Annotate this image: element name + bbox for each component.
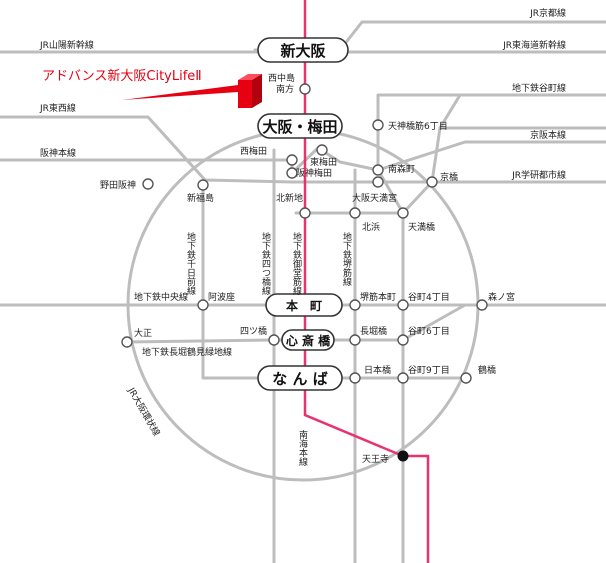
label-nipponbashi: 日本橋 [364,364,391,376]
label-sennichimae: 地下鉄千日前線 [185,231,196,295]
label-nishinakajima-l1: 西中島 [268,72,295,84]
label-taisho: 大正 [134,327,152,339]
property-pointer [122,85,238,100]
label-jr-gakkentoshi: JR学研都市線 [511,169,566,181]
label-chuo: 地下鉄中央線 [134,291,188,303]
station-nodahanshin [142,178,154,190]
station-tenjimbashi [372,119,384,131]
label-jr-sanyo-shinkansen: JR山陽新幹線 [39,39,94,51]
stations [121,83,488,462]
station-kitashinchi [299,207,311,219]
label-nagahoribashi: 長堀橋 [360,325,387,337]
label-tanimachi: 地下鉄谷町線 [512,82,566,94]
keihan-line-south [401,180,434,215]
line-labels: JR京都線 JR山陽新幹線 JR東海道新幹線 地下鉄谷町線 JR東西線 京阪本線… [39,7,566,358]
tanimachi-north-branch-2 [438,93,462,130]
label-tenjimbashi: 天神橋筋6丁目 [388,120,448,132]
station-labels: 西中島 南方 天神橋筋6丁目 西梅田 東梅田 南森町 阪神梅田 野田阪神 新福島… [100,72,515,465]
station-hanshin-umeda [286,167,298,179]
hub-namba: な ん ば [257,365,343,391]
label-awaza: 阿波座 [208,291,235,303]
label-jr-loop: JR大阪環状線 [125,385,163,439]
station-tsuruhashi [460,372,472,384]
label-temmabashi: 天満橋 [408,221,435,233]
label-jr-tozai: JR東西線 [39,102,76,114]
label-sakaisuji: 地下鉄堺筋線 [341,231,352,286]
label-yotsubashi: 地下鉄四つ橋線 [260,231,271,295]
label-hanshin: 阪神本線 [40,147,76,159]
station-higashiumeda [316,144,328,156]
label-nishiumeda: 西梅田 [240,145,267,157]
station-osakatemmangu [372,176,384,188]
station-minamimorimachi [372,164,384,176]
label-osakatemmangu: 大阪天満宮 [352,192,397,204]
property-marker: アドバンス新大阪CityLifeⅡ [42,68,262,108]
station-sakaisujihommachi [349,299,361,311]
label-minamimorimachi: 南森町 [388,163,415,175]
station-nagahoribashi [349,334,361,346]
nagahori-line [125,303,467,344]
label-nagahori: 地下鉄長堀鶴見緑地線 [142,346,232,358]
label-keihan: 京阪本線 [530,129,566,141]
label-nodahanshin: 野田阪神 [100,179,136,191]
tanimachi-line-north [376,93,606,127]
label-tsuruhashi: 鶴橋 [478,364,496,376]
rail-lines [0,20,606,563]
label-nankai: 南海本線 [297,429,308,466]
station-shinfukushima [197,179,209,191]
hub-shin-osaka: 新大阪 [257,37,349,63]
hub-osaka-umeda: 大阪・梅田 [257,113,343,139]
station-nishiumeda [286,154,298,166]
label-nishinakajima: 西中島 南方 [268,72,298,95]
label-hanshin-umeda: 阪神梅田 [296,167,332,179]
label-kitashinchi: 北新地 [276,192,303,204]
station-nishinakajima [299,83,311,95]
station-kitahama [349,207,361,219]
label-morinomiya: 森ノ宮 [488,291,515,303]
label-sakaisujihommachi: 堺筋本町 [360,291,396,303]
station-temmabashi [397,207,409,219]
station-kyobashi [426,176,438,188]
hub-namba-label: な ん ば [272,370,327,388]
station-nipponbashi [349,372,361,384]
label-yotsubashi-st: 四ツ橋 [240,325,267,337]
label-jr-kyoto: JR京都線 [529,7,566,19]
label-kyobashi: 京橋 [440,171,458,183]
station-morinomiya [476,299,488,311]
station-tanimachi4 [397,299,409,311]
label-kitahama: 北浜 [362,222,380,233]
hanshin-line [0,158,294,175]
station-tanimachi6 [397,334,409,346]
property-building-top [238,74,262,80]
station-awaza [197,299,209,311]
station-tanimachi9 [397,372,409,384]
hub-shin-osaka-label: 新大阪 [280,42,326,60]
station-tennoji [397,450,409,462]
keihan-line [316,140,606,172]
hub-shinsaibashi: 心 斎 橋 [281,329,335,351]
label-shinfukushima: 新福島 [187,192,214,204]
label-tanimachi4: 谷町4丁目 [408,292,450,303]
label-jr-tokaido-shinkansen: JR東海道新幹線 [502,39,566,51]
hub-osaka-umeda-label: 大阪・梅田 [262,118,337,136]
label-tanimachi9: 谷町9丁目 [408,365,450,376]
station-yotsubashi [268,334,280,346]
label-midosuji: 地下鉄御堂筋線 [291,231,302,295]
hub-honmachi-label: 本 町 [286,298,322,313]
label-nishinakajima-l2: 南方 [276,83,294,95]
tanimachi-line [376,123,405,563]
hub-honmachi: 本 町 [265,293,343,317]
property-building-side [252,74,262,108]
property-name: アドバンス新大阪CityLifeⅡ [42,68,202,84]
hub-shinsaibashi-label: 心 斎 橋 [286,333,331,348]
label-higashiumeda: 東梅田 [310,156,337,168]
property-building-front [238,80,252,108]
station-taisho [121,336,133,348]
label-tennoji: 天王寺 [362,454,389,465]
label-tanimachi6: 谷町6丁目 [408,326,450,337]
